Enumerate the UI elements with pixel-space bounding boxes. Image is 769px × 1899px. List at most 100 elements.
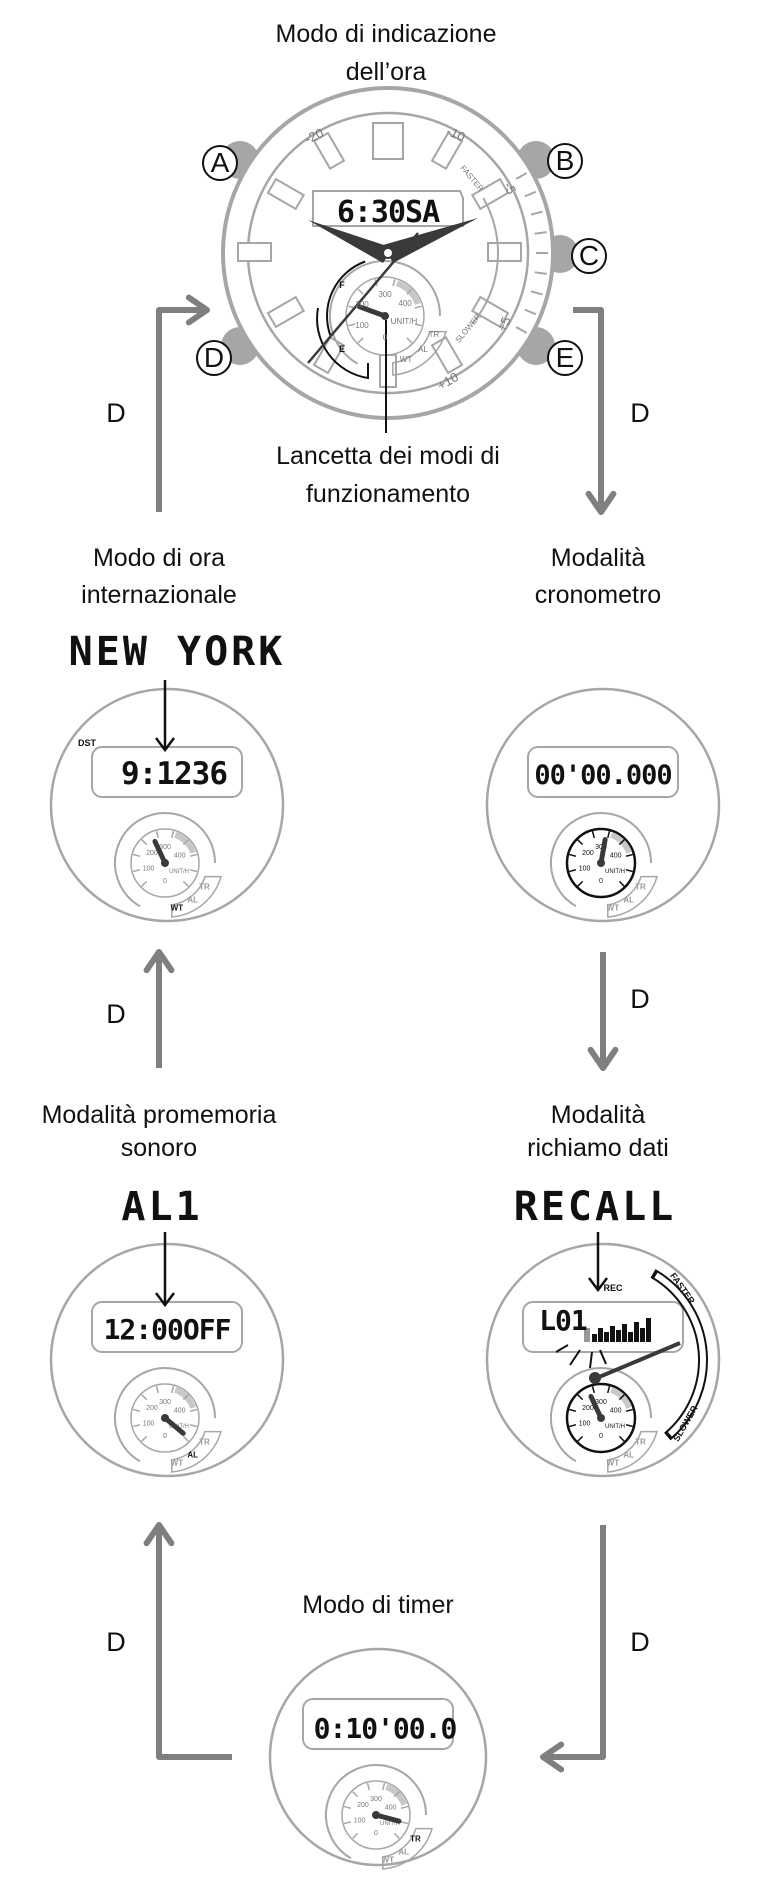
subdial-hand (356, 304, 388, 319)
mode-label-tr: TR (199, 1438, 210, 1447)
subdial-tick (182, 1394, 189, 1401)
center-hub (382, 247, 394, 259)
recall-graph-bar (622, 1324, 627, 1342)
main-subdial-100: 100 (355, 321, 369, 330)
button-label-circle (547, 143, 583, 179)
subdial-tick (406, 337, 413, 344)
mode-label-al: AL (623, 1451, 634, 1460)
flow-arrow-to-main (156, 307, 207, 512)
subdial-tick (400, 1821, 409, 1825)
subdial-tick (132, 1408, 141, 1412)
timer-lcd: 0:10'00.0 (314, 1712, 457, 1745)
recall-pointer-hub (589, 1372, 601, 1384)
subdial-tick (155, 830, 159, 839)
recall-graph-bar (598, 1328, 603, 1342)
world-time-pointer-arrow-head (155, 737, 175, 753)
subdial-tick (141, 1435, 148, 1442)
mode-label-al: AL (623, 896, 634, 905)
subdial-tick (189, 869, 198, 873)
subdial-scale-label: 200 (582, 850, 594, 857)
bezel-minus5: -5 (501, 180, 519, 197)
flow-arrow-to-alarm-head (143, 1522, 175, 1547)
subdial-tick (352, 1791, 359, 1798)
mode-ring (329, 260, 441, 365)
recall-lcd: L01 (539, 1304, 587, 1337)
subdial-tick (607, 1385, 611, 1394)
subdial-tick (392, 279, 396, 287)
main-subdial-200: 200 (355, 300, 369, 309)
subdial-scale-label: 400 (174, 853, 186, 860)
subdial-tick (141, 1394, 148, 1401)
hour-marker-3 (487, 242, 522, 262)
subdial-tick (182, 839, 189, 846)
blink-mark (599, 1349, 607, 1365)
world-time-city: NEW YORK (69, 629, 286, 675)
recall-graph-bar (640, 1328, 645, 1342)
flow-arrow-to-main-head (185, 294, 210, 326)
main-mode-tr: TR (429, 330, 440, 339)
subdial-scale-label: 0 (599, 878, 603, 885)
hour-marker (266, 177, 306, 211)
subdial-tick (618, 1435, 625, 1442)
main-subdial-0: 0 (383, 333, 388, 342)
mode-label-wt: WT (171, 1458, 184, 1467)
recall-title-line2: richiamo dati (527, 1134, 669, 1162)
subdial-hub (381, 312, 389, 320)
subdial-tick (155, 1385, 159, 1394)
world-time-title-line2: internazionale (81, 581, 237, 609)
subdial-tick (625, 853, 634, 857)
subdial-tick (182, 880, 189, 887)
subdial-unit-label: UNIT/H (169, 869, 189, 875)
subdial-scale-label: 0 (599, 1433, 603, 1440)
mode-window (607, 1430, 658, 1473)
subdial-tick (591, 830, 595, 839)
button-b-label: B (556, 145, 575, 176)
subdial-tick (577, 1394, 584, 1401)
hour-marker-12 (372, 122, 404, 160)
hour-marker (312, 131, 346, 171)
mode-label-al: AL (398, 1848, 409, 1857)
main-mode-wt: WT (400, 355, 413, 364)
subdial-hub (161, 1414, 169, 1422)
subdial-scale-label: 100 (579, 1420, 591, 1427)
bezel-tick (530, 210, 543, 216)
subdial-tick (577, 1435, 584, 1442)
button-d-label: D (204, 342, 224, 373)
stopwatch-title-line1: Modalità (551, 544, 646, 572)
subdial-scale-label: 100 (143, 1420, 155, 1427)
arrow-d-label: D (630, 1627, 650, 1657)
main-subdial-300: 300 (378, 290, 392, 299)
flow-arrow-to-timer-head (540, 1741, 565, 1773)
button-label-circle (571, 238, 607, 274)
bezel-tick (534, 271, 547, 275)
subdial-tick (625, 1408, 634, 1412)
button-e-label: E (556, 342, 575, 373)
subdial-tick (568, 869, 577, 873)
subdial-tick (568, 1408, 577, 1412)
subdial-scale-label: 0 (163, 1433, 167, 1440)
button-label-circle (547, 340, 583, 376)
subdial-tick (189, 853, 198, 857)
recall-pointer-hand (591, 1341, 681, 1382)
rec-indicator: REC (603, 1283, 623, 1293)
subdial-tick (568, 853, 577, 857)
subdial-tick (189, 1424, 198, 1428)
button-c-label: C (579, 240, 599, 271)
bezel-tick (524, 308, 537, 316)
hour-marker-9 (237, 242, 272, 262)
alarm-banner: AL1 (121, 1184, 202, 1230)
subdial-scale-label: 0 (163, 878, 167, 885)
subdial-tick (132, 1424, 141, 1428)
faster-slower-track (471, 197, 499, 325)
subdial-tick (348, 323, 356, 327)
mode-ring (114, 812, 216, 908)
subdial-tick (141, 839, 148, 846)
recall-graph-bar (610, 1326, 615, 1342)
subdial-tick (141, 880, 148, 887)
mode-label-tr: TR (199, 883, 210, 892)
alarm-lcd: 12:00OFF (104, 1313, 231, 1346)
flow-arrow-to-alarm (156, 1525, 232, 1760)
main-title-line2: dell’ora (346, 58, 427, 86)
subdial-tick (393, 1791, 400, 1798)
subdial-scale-label: 300 (595, 1399, 607, 1406)
